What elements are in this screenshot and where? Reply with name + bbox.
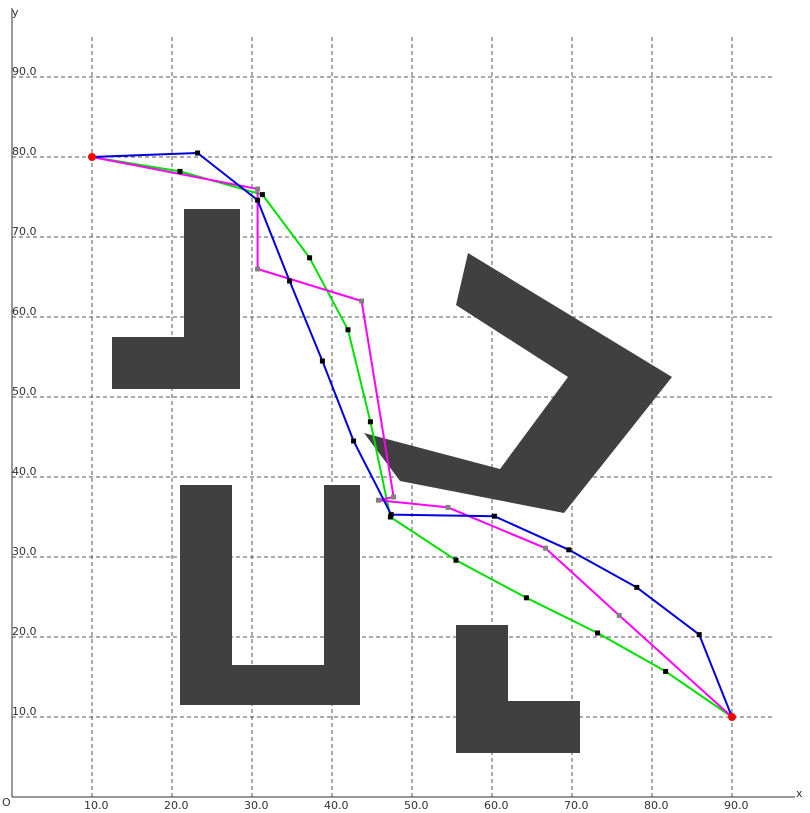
series-line — [91, 152, 733, 718]
series-point — [367, 419, 373, 425]
x-tick-label: 40.0 — [324, 799, 349, 812]
x-axis-label: x — [796, 787, 803, 800]
y-tick-label: 80.0 — [12, 145, 37, 158]
series-point — [307, 255, 313, 261]
y-tick-label: 70.0 — [12, 225, 37, 238]
series-point — [634, 584, 640, 590]
series-point — [566, 547, 572, 553]
series-point — [375, 497, 381, 503]
series-point — [287, 278, 293, 284]
y-tick-label: 50.0 — [12, 385, 37, 398]
x-tick-label: 30.0 — [244, 799, 269, 812]
series-point — [453, 557, 459, 563]
series-point — [255, 266, 261, 272]
obstacle — [112, 209, 240, 389]
series-point — [351, 438, 357, 444]
series-point — [255, 197, 261, 203]
markers — [88, 150, 736, 721]
series — [91, 152, 733, 718]
series-point — [523, 595, 529, 601]
x-tick-label: 80.0 — [644, 799, 669, 812]
series-point — [391, 494, 397, 500]
series-point — [491, 513, 497, 519]
series-line — [91, 156, 733, 718]
obstacle — [456, 625, 580, 753]
series-point — [177, 168, 183, 174]
series-point — [359, 298, 365, 304]
y-tick-label: 10.0 — [12, 705, 37, 718]
obstacles — [112, 209, 672, 753]
series-point — [388, 512, 394, 518]
series-point — [696, 632, 702, 638]
obstacle — [364, 253, 672, 513]
axes: y x O — [2, 6, 803, 809]
origin-label: O — [2, 796, 11, 809]
tick-labels: 10.0 20.0 30.0 40.0 50.0 60.0 70.0 80.0 90.0 10.0… — [12, 65, 749, 812]
obstacle — [180, 485, 360, 705]
grid-lines — [12, 37, 772, 797]
series-point — [663, 668, 669, 674]
x-tick-label: 70.0 — [564, 799, 589, 812]
series-point — [255, 186, 261, 192]
series-point — [345, 327, 351, 333]
series-point — [259, 192, 265, 198]
series-point — [195, 150, 201, 156]
series-point — [543, 545, 549, 551]
y-tick-label: 30.0 — [12, 545, 37, 558]
series-point — [445, 504, 451, 510]
x-tick-label: 90.0 — [724, 799, 749, 812]
endpoint-marker — [88, 153, 96, 161]
y-tick-label: 40.0 — [12, 465, 37, 478]
y-tick-label: 20.0 — [12, 625, 37, 638]
y-tick-label: 60.0 — [12, 305, 37, 318]
x-tick-label: 60.0 — [484, 799, 509, 812]
y-axis-label: y — [12, 6, 19, 19]
series-point — [616, 612, 622, 618]
endpoint-marker — [728, 713, 736, 721]
series-point — [319, 358, 325, 364]
x-tick-label: 50.0 — [404, 799, 429, 812]
series-line — [91, 156, 733, 718]
y-tick-label: 90.0 — [12, 65, 37, 78]
x-tick-label: 10.0 — [84, 799, 109, 812]
x-tick-label: 20.0 — [164, 799, 189, 812]
series-point — [595, 630, 601, 636]
